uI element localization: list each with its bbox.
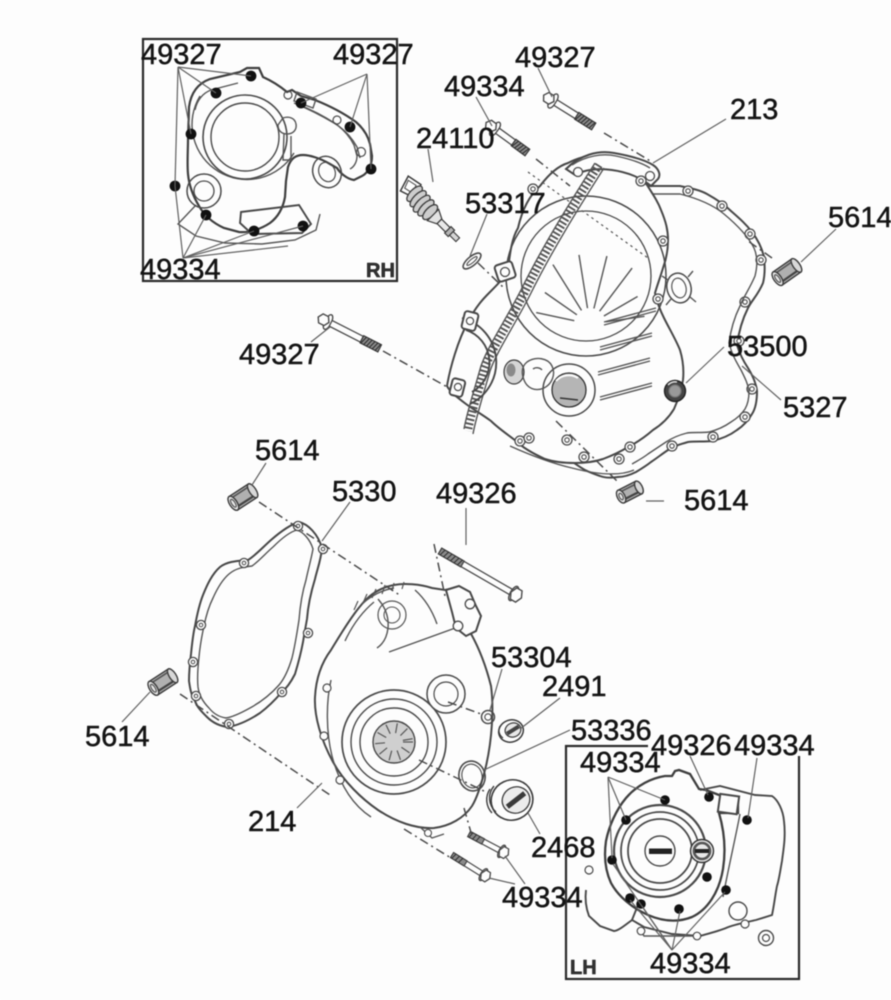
svg-text:213: 213 — [730, 94, 778, 126]
svg-text:LH: LH — [570, 957, 597, 979]
svg-text:RH: RH — [366, 260, 395, 282]
svg-text:2491: 2491 — [542, 671, 607, 703]
svg-text:49334: 49334 — [580, 747, 661, 779]
svg-text:53336: 53336 — [571, 715, 652, 747]
svg-text:49326: 49326 — [436, 478, 517, 510]
svg-text:5330: 5330 — [332, 476, 397, 508]
svg-text:53500: 53500 — [727, 331, 808, 363]
svg-text:49327: 49327 — [515, 42, 596, 74]
svg-text:49326: 49326 — [651, 730, 732, 762]
svg-text:5614: 5614 — [85, 721, 150, 753]
svg-text:49334: 49334 — [140, 254, 221, 286]
svg-text:214: 214 — [248, 806, 296, 838]
svg-text:49334: 49334 — [502, 882, 583, 914]
svg-text:49327: 49327 — [239, 339, 320, 371]
svg-text:24110: 24110 — [416, 123, 495, 155]
svg-text:5327: 5327 — [783, 392, 848, 424]
svg-text:49334: 49334 — [734, 730, 815, 762]
svg-text:53317: 53317 — [465, 188, 546, 220]
svg-text:53304: 53304 — [491, 642, 572, 674]
svg-text:2468: 2468 — [531, 832, 596, 864]
svg-text:49334: 49334 — [444, 71, 525, 103]
svg-text:5614: 5614 — [255, 435, 320, 467]
svg-text:5614: 5614 — [684, 485, 749, 517]
svg-text:5614: 5614 — [828, 202, 891, 234]
svg-text:49334: 49334 — [650, 948, 731, 980]
svg-text:49327: 49327 — [333, 39, 414, 71]
svg-text:49327: 49327 — [141, 39, 222, 71]
